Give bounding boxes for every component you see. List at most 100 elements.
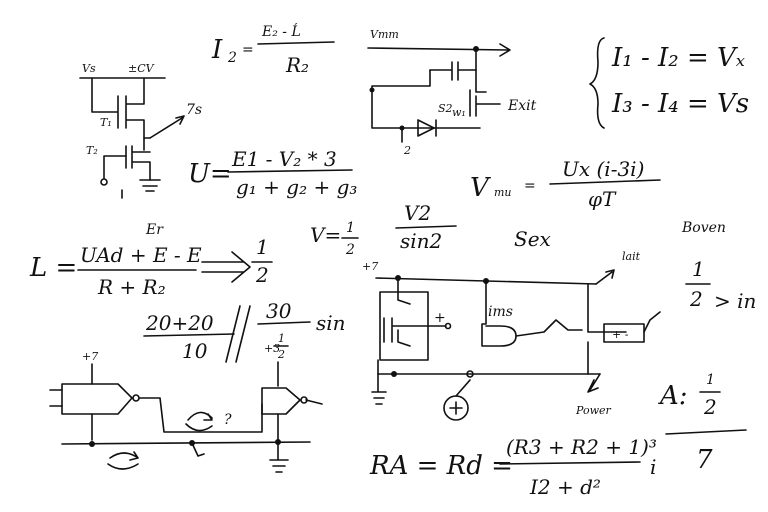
formula-half: V= 1 2	[310, 220, 359, 258]
transistor-circuit-top-left: Vs ±CV 7s T₁ T₂ Er	[79, 62, 202, 238]
half-num: 1	[346, 220, 355, 236]
frac20-num: 20+20	[145, 311, 214, 335]
formula-v2-sin: V2 sin2	[395, 201, 457, 253]
seven-digit: 7	[696, 445, 713, 475]
terminal-node	[100, 178, 108, 186]
ra-den: I2 + d²	[529, 475, 601, 499]
i2-den: R₂	[285, 53, 309, 77]
i2-sub: 2	[227, 50, 237, 66]
power-arrow	[587, 341, 601, 393]
u-den: g₁ + g₂ + g₃	[236, 175, 357, 199]
box-label: + -	[612, 328, 629, 341]
frac30-num: 30	[266, 299, 292, 323]
right-branch	[587, 283, 627, 333]
implies-arrow	[201, 251, 251, 283]
i2-num: Ε₂ - Ĺ	[261, 22, 301, 40]
vmu-num: Ux (i-3i)	[562, 157, 644, 181]
gate1-inputs	[49, 389, 63, 407]
formula-fractions: 20+20 10 30 1 2 sin	[143, 299, 346, 363]
boven-label: Boven	[681, 220, 726, 236]
ground-symbol-3	[269, 413, 289, 473]
i2-lhs: I	[211, 35, 223, 65]
t1-left-branch	[91, 77, 119, 129]
half-den: 2	[345, 242, 355, 258]
l-num: UAd + E - E	[80, 243, 202, 267]
label-w1: w₁	[452, 106, 466, 119]
bottom-rail	[61, 441, 311, 445]
label-exit: Exit	[507, 98, 537, 114]
label-question: ?	[224, 412, 232, 428]
lamp-lead	[455, 379, 471, 397]
a-den: 2	[703, 395, 717, 419]
system-brace	[589, 37, 605, 129]
ra-tail: i	[650, 455, 656, 479]
mid-bottom-terminal	[466, 370, 474, 378]
label-s2: S2	[438, 102, 453, 115]
formula-u: U= E1 - V₂ * 3 g₁ + g₂ + g₃	[188, 147, 357, 199]
label-power: Power	[575, 404, 612, 417]
frac30-bar	[257, 321, 311, 325]
ims-wire	[515, 319, 583, 337]
sin-word: sin	[316, 311, 346, 335]
i2-eq: =	[242, 42, 254, 58]
ra-bar	[499, 461, 641, 465]
label-plus7-left: +7	[82, 350, 98, 363]
label-plus-cv: ±CV	[128, 62, 155, 75]
formula-l: L = UAd + E - E R + R₂ 1 2	[29, 235, 273, 299]
bottom-node-3	[275, 439, 281, 445]
ground-symbol-2	[371, 373, 387, 405]
u-bar	[227, 169, 353, 173]
t2-body	[125, 137, 151, 181]
left-loop	[371, 69, 481, 129]
equation-system: I₁ - I₂ = Vₓ I₃ - I₄ = Vs	[589, 37, 749, 129]
logic-circuit-bottom-left: +7 ? +3	[49, 342, 323, 473]
system-line2: I₃ - I₄ = Vs	[611, 89, 749, 119]
a-num: 1	[706, 372, 715, 388]
a-lhs: A:	[658, 381, 688, 411]
label-vtt: Vтт	[370, 28, 399, 41]
label-7s: 7s	[186, 102, 202, 118]
switch-contacts	[397, 277, 411, 347]
nand-bubble-1	[132, 394, 140, 402]
formula-a: A: 1 2 7	[658, 372, 747, 475]
switch-box	[379, 291, 429, 361]
t2-gate	[103, 155, 127, 179]
frac20-den: 10	[182, 339, 208, 363]
ra-num: (R3 + R2 + 1)³	[506, 435, 657, 459]
i2-bar	[257, 41, 335, 45]
frac30-den-den: 2	[277, 348, 285, 361]
bottom-node-1	[89, 441, 95, 447]
gate1-output-wire	[138, 397, 263, 433]
nand-gate-1	[61, 383, 133, 415]
mid-bottom-rail	[377, 359, 601, 375]
vmu-sub: mu	[494, 186, 512, 199]
boven-rhs: > in	[714, 289, 756, 313]
frac30-den-num: 1	[278, 332, 285, 345]
loop-node	[369, 87, 375, 93]
l-den: R + R₂	[97, 275, 166, 299]
rotate-symbol-2	[107, 451, 139, 470]
label-er: Er	[145, 222, 164, 238]
l-lhs: L =	[29, 253, 77, 283]
boven-num: 1	[692, 257, 705, 281]
l-rhs-den: 2	[255, 263, 269, 287]
diode	[417, 119, 437, 137]
double-slash	[225, 305, 251, 363]
plus-minus-box	[603, 323, 645, 343]
formula-i2: I 2 = Ε₂ - Ĺ R₂	[211, 22, 335, 77]
arrow-7s	[149, 115, 185, 139]
t1-body	[125, 77, 151, 139]
vmu-lhs: V	[470, 173, 491, 203]
label-two: 2	[403, 144, 411, 157]
v2-den: sin2	[400, 229, 442, 253]
rotate-symbol-1	[185, 411, 213, 432]
mid-bottom-node	[391, 371, 397, 377]
lamp-cross	[449, 401, 463, 415]
v2-bar	[395, 225, 457, 229]
system-line1: I₁ - I₂ = Vₓ	[611, 43, 745, 73]
seven-bar	[665, 429, 747, 435]
label-lait: lait	[622, 250, 641, 263]
bottom-tick	[191, 442, 205, 457]
